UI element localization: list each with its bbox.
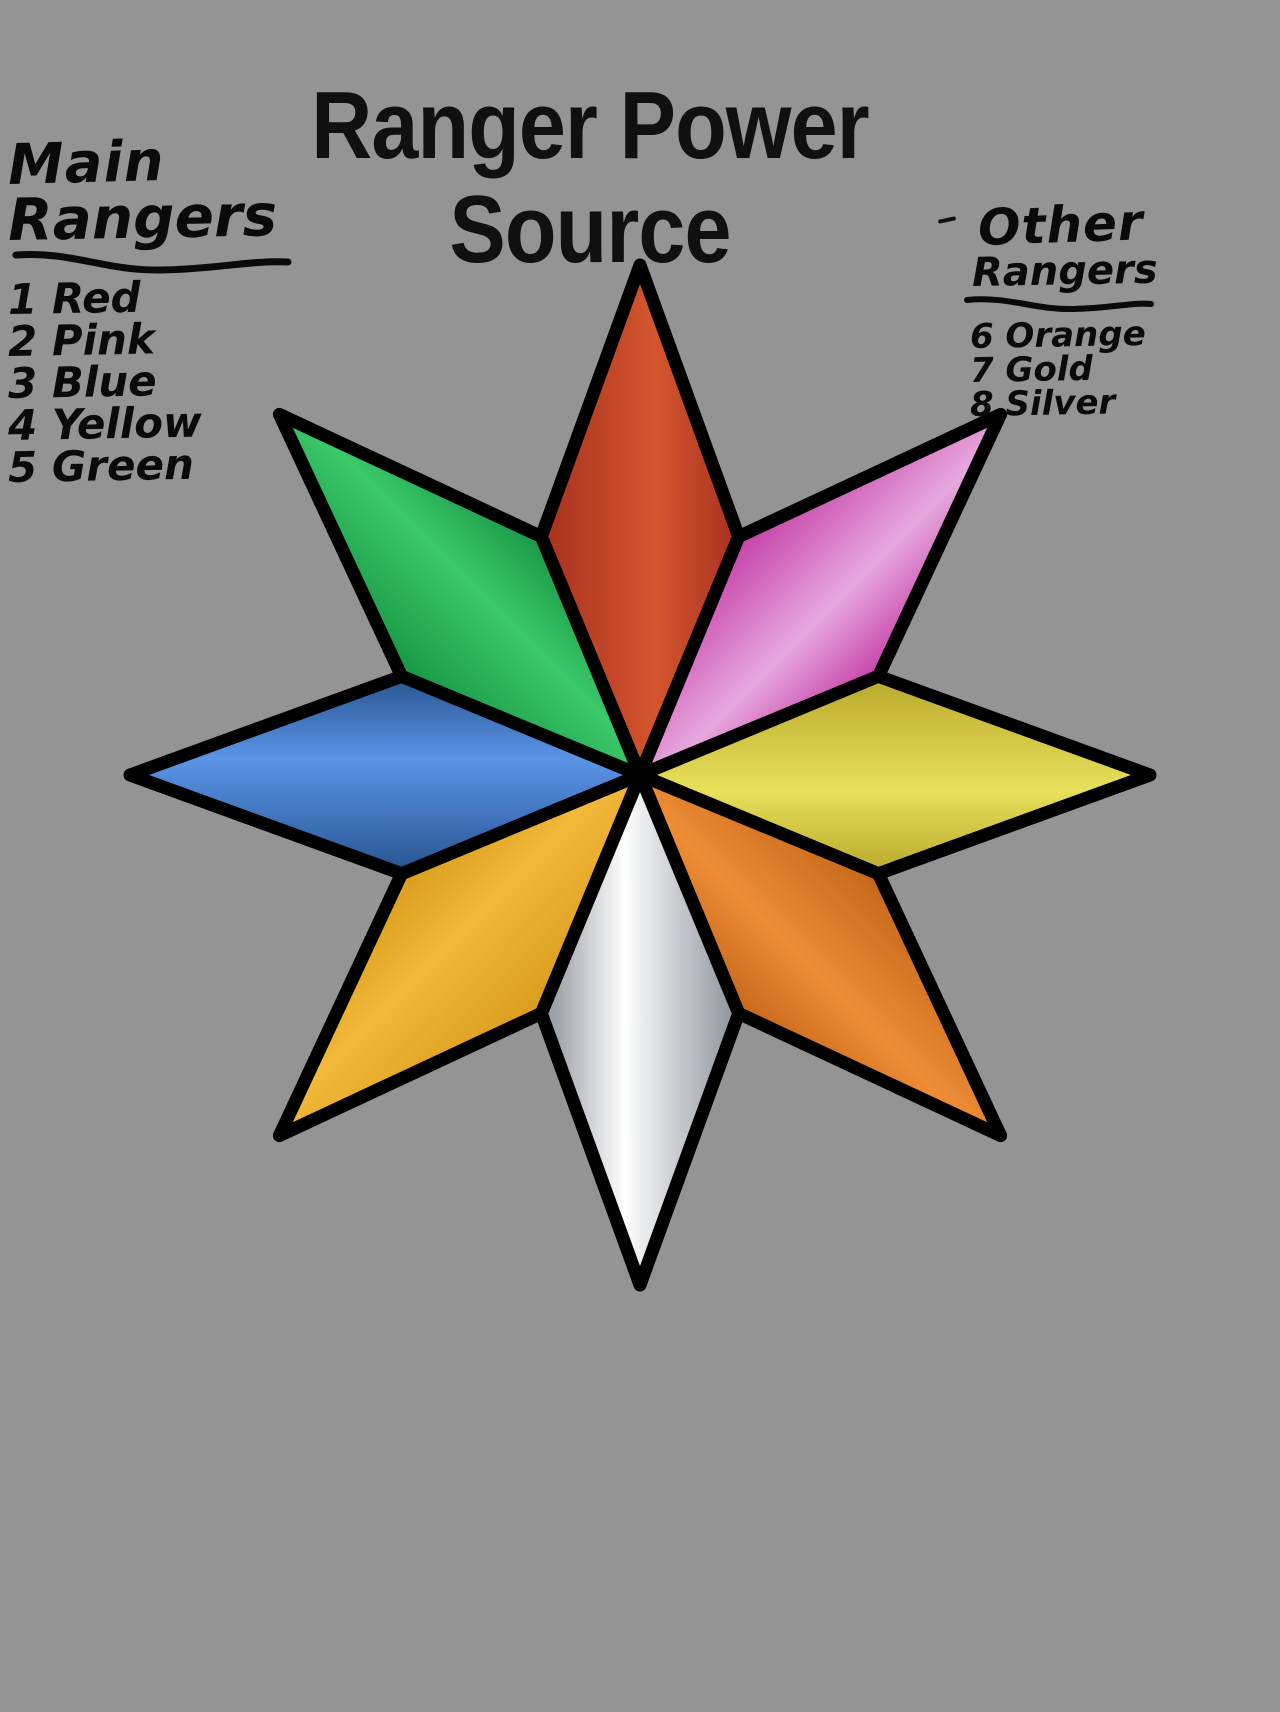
legend-other-rangers: Other Rangers 6 Orange 7 Gold 8 Silver xyxy=(960,193,1220,425)
legend-other-underline xyxy=(964,296,1154,312)
legend-main-rangers-items: 1 Red 2 Pink 3 Blue 4 Yellow 5 Green xyxy=(7,273,308,492)
legend-item-orange: 6 Orange xyxy=(969,313,1147,357)
legend-other-heading-line-2: Rangers xyxy=(971,246,1158,296)
legend-other-rangers-items: 6 Orange 7 Gold 8 Silver xyxy=(960,314,1220,425)
legend-item-red: 1 Red xyxy=(7,272,142,324)
legend-item-silver: 8 Silver xyxy=(969,382,1116,425)
legend-main-rangers: Main Rangers 1 Red 2 Pink 3 Blue 4 Yello… xyxy=(7,129,308,492)
legend-other-rangers-heading: Other Rangers xyxy=(960,193,1220,296)
legend-main-underline xyxy=(12,250,292,274)
legend-other-heading-line-1: Other xyxy=(976,193,1145,257)
star-slice-green[interactable] xyxy=(272,407,647,782)
legend-main-rangers-heading: Main Rangers xyxy=(7,129,308,254)
legend-main-heading-line-2: Rangers xyxy=(7,180,278,254)
legend-item-green: 5 Green xyxy=(7,439,195,492)
legend-item-pink: 2 Pink xyxy=(7,314,156,366)
